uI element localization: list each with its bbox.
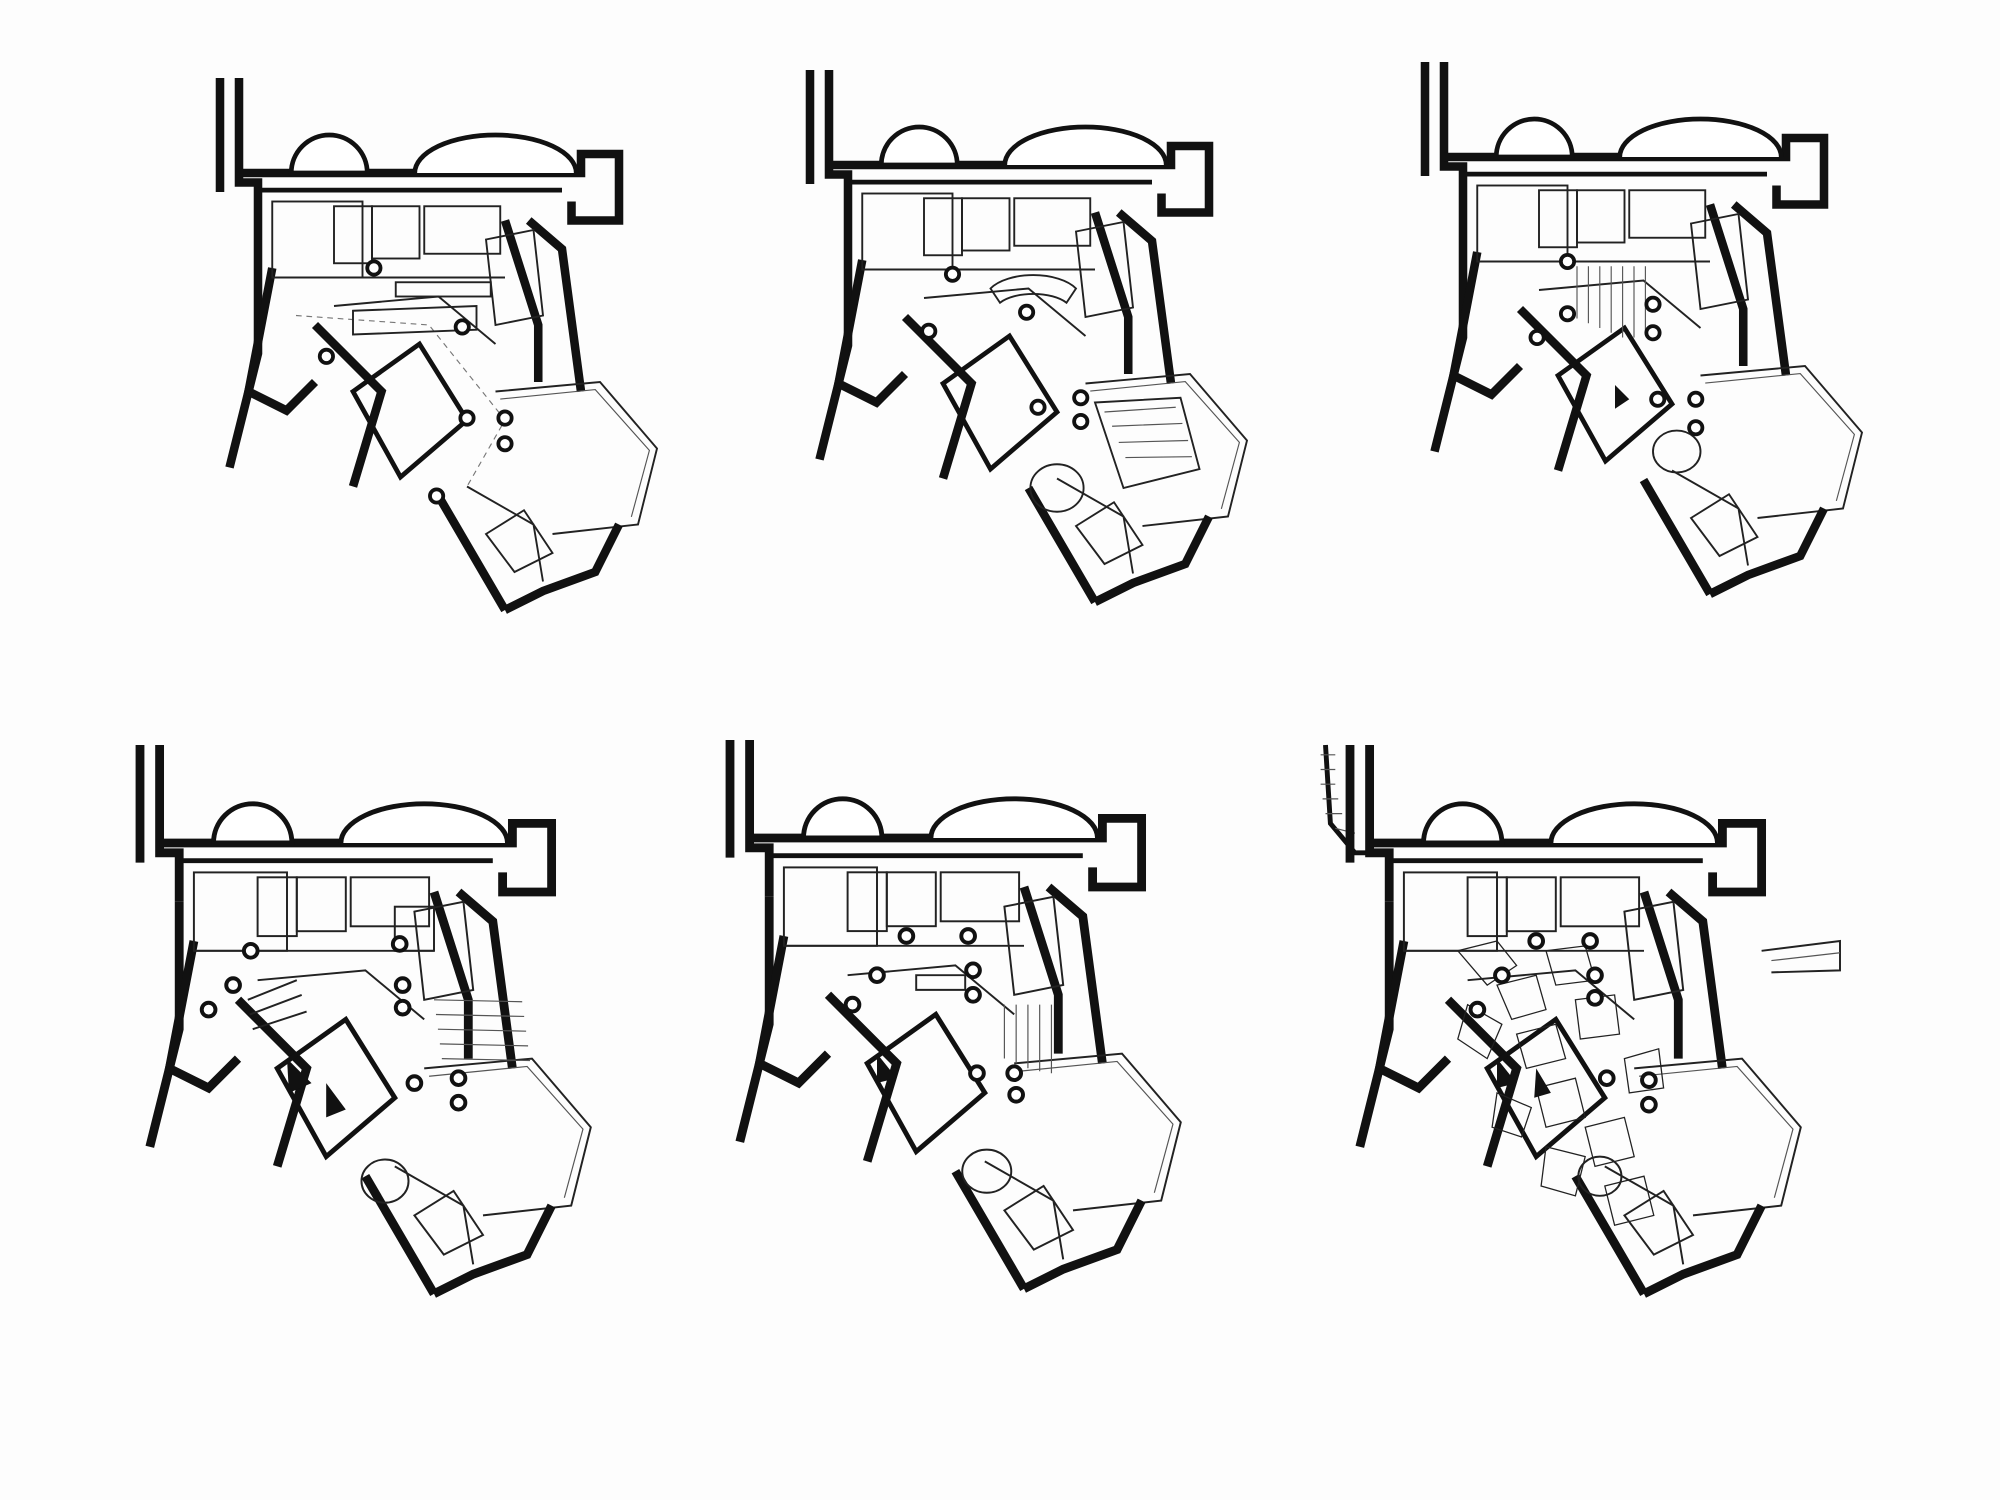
plan-3 — [1425, 62, 1862, 594]
stair-treads — [1003, 1004, 1053, 1074]
stair-hatching — [1576, 266, 1646, 338]
plan-6 — [1320, 745, 1841, 1294]
east-bridge — [1761, 939, 1841, 974]
plan-1 — [220, 78, 657, 610]
plan-2 — [810, 70, 1247, 602]
seating-rows — [433, 999, 531, 1062]
plan-4 — [140, 745, 591, 1294]
plan-5 — [730, 740, 1181, 1289]
